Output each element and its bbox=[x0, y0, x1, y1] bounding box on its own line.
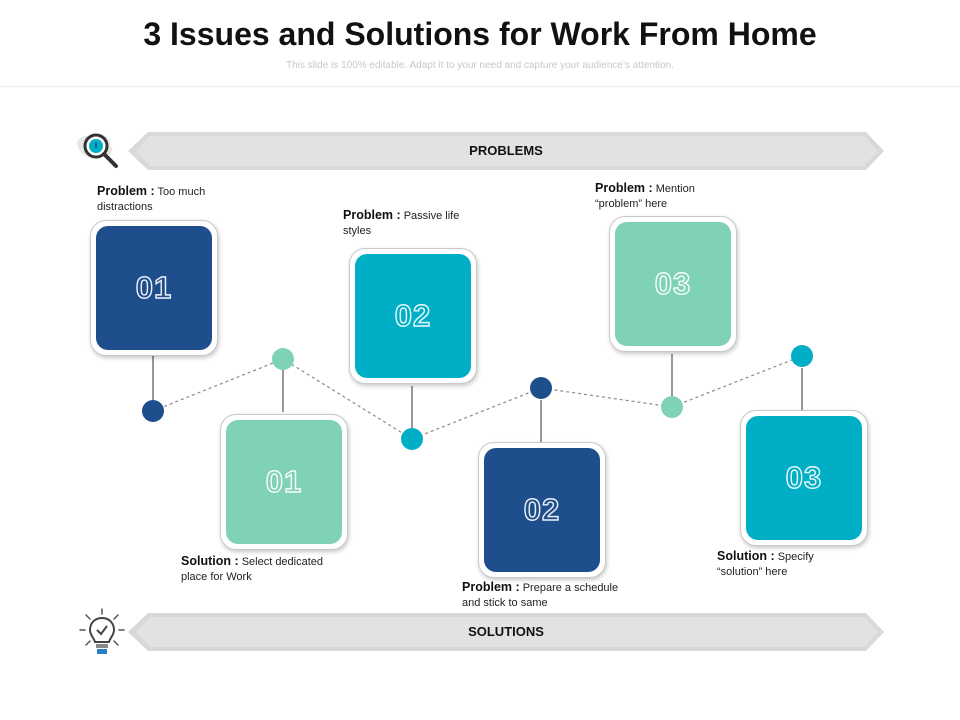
caption-text: Select dedicated place for Work bbox=[181, 556, 324, 583]
caption-text: Prepare a schedule and stick to same bbox=[462, 582, 619, 609]
caption-heading: Problem : bbox=[97, 184, 155, 198]
timeline-dot bbox=[661, 396, 683, 418]
solution-card-01: 01 bbox=[220, 414, 348, 550]
card-fill: 03 bbox=[615, 222, 731, 346]
card-number: 03 bbox=[654, 265, 692, 301]
card-number: 02 bbox=[394, 297, 432, 333]
timeline-dot bbox=[530, 377, 552, 399]
dashed-path bbox=[152, 355, 803, 440]
timeline-dot bbox=[142, 400, 164, 422]
problem-card-03: 03 bbox=[609, 216, 737, 352]
caption-heading: Problem : bbox=[462, 580, 520, 594]
caption-heading: Solution : bbox=[717, 549, 775, 563]
problem-card-01: 01 bbox=[90, 220, 218, 356]
caption-problem-02: Problem : Passive life styles bbox=[343, 208, 468, 239]
solution-card-03: 03 bbox=[740, 410, 868, 546]
caption-heading: Problem : bbox=[595, 181, 653, 195]
caption-heading: Solution : bbox=[181, 554, 239, 568]
caption-text: Specify “solution” here bbox=[717, 551, 814, 578]
card-fill: 02 bbox=[355, 254, 471, 378]
caption-text: Passive life styles bbox=[343, 210, 460, 237]
card-fill: 02 bbox=[484, 448, 600, 572]
solutions-banner: SOLUTIONS bbox=[128, 613, 884, 651]
card-number: 02 bbox=[523, 491, 561, 527]
problems-banner: PROBLEMS bbox=[128, 132, 884, 170]
card-fill: 03 bbox=[746, 416, 862, 540]
caption-problem-01: Problem : Too much distractions bbox=[97, 184, 217, 215]
card-fill: 01 bbox=[226, 420, 342, 544]
caption-text: Mention “problem” here bbox=[595, 183, 695, 210]
card-number: 03 bbox=[785, 459, 823, 495]
problems-banner-label: PROBLEMS bbox=[469, 143, 543, 158]
caption-heading: Problem : bbox=[343, 208, 401, 222]
caption-problem-03: Problem : Mention “problem” here bbox=[595, 181, 725, 212]
caption-solution-01: Solution : Select dedicated place for Wo… bbox=[181, 554, 351, 585]
card-number: 01 bbox=[265, 463, 303, 499]
magnifier-icon bbox=[72, 128, 128, 172]
solution-card-02: 02 bbox=[478, 442, 606, 578]
problem-card-02: 02 bbox=[349, 248, 477, 384]
caption-problem-04: Problem : Prepare a schedule and stick t… bbox=[462, 580, 637, 611]
slide-subtitle: This slide is 100% editable. Adapt it to… bbox=[286, 60, 674, 71]
timeline-dot bbox=[272, 348, 294, 370]
card-fill: 01 bbox=[96, 226, 212, 350]
caption-solution-03: Solution : Specify “solution” here bbox=[717, 549, 842, 580]
card-number: 01 bbox=[135, 269, 173, 305]
lightbulb-icon bbox=[76, 606, 128, 658]
timeline-dot bbox=[791, 345, 813, 367]
caption-text: Too much distractions bbox=[97, 186, 206, 213]
slide-title: 3 Issues and Solutions for Work From Hom… bbox=[143, 16, 817, 52]
timeline-dot bbox=[401, 428, 423, 450]
stems bbox=[152, 354, 803, 442]
solutions-banner-label: SOLUTIONS bbox=[468, 624, 544, 639]
header-divider bbox=[0, 86, 960, 87]
